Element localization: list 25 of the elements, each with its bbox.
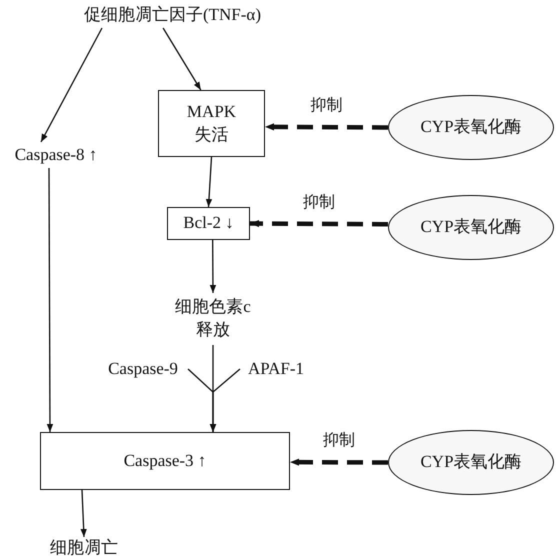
node-text: CYP表氧化酶	[420, 451, 522, 474]
process-box	[167, 207, 250, 240]
arrow	[80, 490, 87, 538]
node-text: CYP表氧化酶	[420, 216, 522, 238]
arrow	[210, 345, 216, 432]
node-text: 细胞凋亡	[50, 536, 118, 559]
node-text: Caspase-8 ↑	[14, 144, 98, 166]
node-text: APAF-1	[248, 358, 304, 380]
node-text: CYP表氧化酶	[420, 116, 522, 138]
node-text: Bcl-2 ↓	[183, 212, 234, 234]
node-text: MAPK 失活	[186, 100, 238, 146]
inhibition-arrow	[290, 458, 388, 466]
process-box	[158, 90, 265, 157]
arrow	[162, 28, 202, 90]
process-box	[40, 432, 290, 490]
arrow	[206, 156, 212, 208]
inhibition-arrow	[264, 123, 388, 130]
node-text: 细胞色素c释放	[174, 296, 252, 341]
arrow	[46, 168, 54, 432]
inhibition-arrow	[250, 220, 388, 228]
node-text: Caspase-9	[108, 358, 178, 380]
node-text: 促细胞凋亡因子(TNF-α)	[84, 4, 261, 26]
arrow	[210, 240, 216, 293]
node-text: Caspase-3 ↑	[124, 450, 206, 472]
arrow	[40, 28, 103, 142]
